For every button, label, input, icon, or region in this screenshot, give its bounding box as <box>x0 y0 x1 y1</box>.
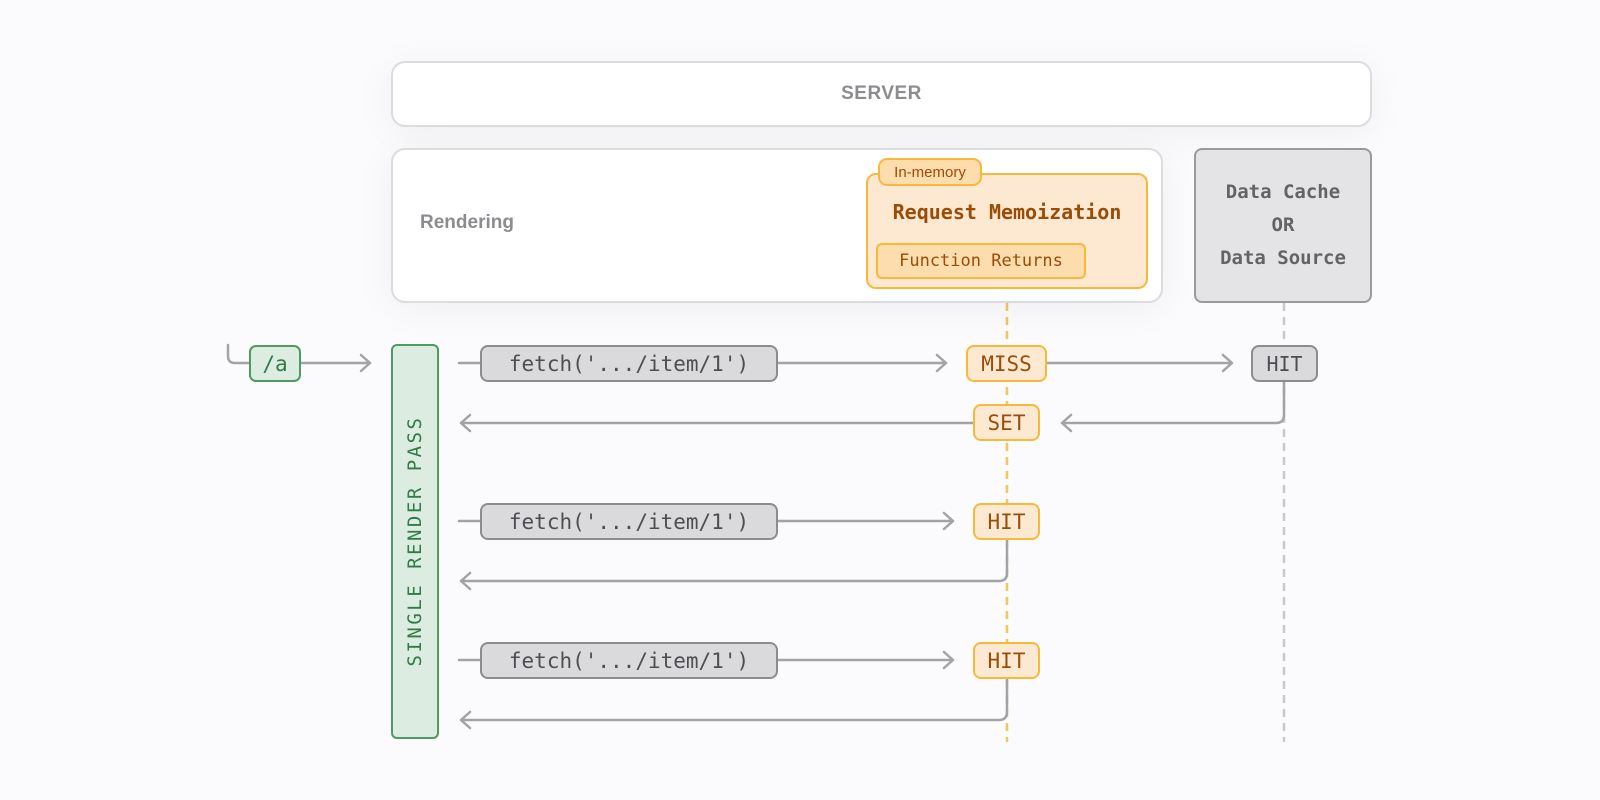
fetch-call-2: fetch('.../item/1') <box>480 503 778 540</box>
source-to-set-arrow <box>1060 380 1286 433</box>
source-hit-badge: HIT <box>1251 345 1318 382</box>
data-source-line: Data Source <box>1220 247 1346 269</box>
miss-to-source-arrow <box>1045 353 1234 373</box>
single-render-pass-label: SINGLE RENDER PASS <box>404 415 426 667</box>
request-3-to-memo-arrow <box>776 650 955 670</box>
memo-hit-badge-3: HIT <box>973 642 1040 679</box>
set-to-render-arrow <box>459 413 976 433</box>
request-2-to-memo-arrow <box>776 511 955 531</box>
request-memoization-title: Request Memoization <box>892 200 1122 224</box>
server-label: SERVER <box>841 83 922 104</box>
route-arrow <box>299 353 372 373</box>
memo-miss-badge: MISS <box>966 345 1047 382</box>
single-render-pass-box <box>391 344 439 739</box>
hit-3-return-arrow <box>459 677 1009 730</box>
request-1-to-memo-arrow <box>776 353 948 373</box>
fetch-call-1: fetch('.../item/1') <box>480 345 778 382</box>
data-cache-line: Data Cache <box>1225 181 1341 203</box>
memo-set-badge: SET <box>973 404 1040 441</box>
hit-2-return-arrow <box>459 538 1009 591</box>
or-line: OR <box>1271 214 1295 236</box>
data-source-box: Data Cache OR Data Source <box>1194 148 1372 303</box>
in-memory-tag: In-memory <box>878 158 982 186</box>
fetch-call-3: fetch('.../item/1') <box>480 642 778 679</box>
memo-hit-badge-2: HIT <box>973 503 1040 540</box>
rendering-label: Rendering <box>420 212 514 233</box>
route-badge: /a <box>249 345 301 382</box>
server-box: SERVER <box>391 61 1372 127</box>
function-returns-label: Function Returns <box>876 243 1086 279</box>
incoming-request-line <box>226 343 251 365</box>
